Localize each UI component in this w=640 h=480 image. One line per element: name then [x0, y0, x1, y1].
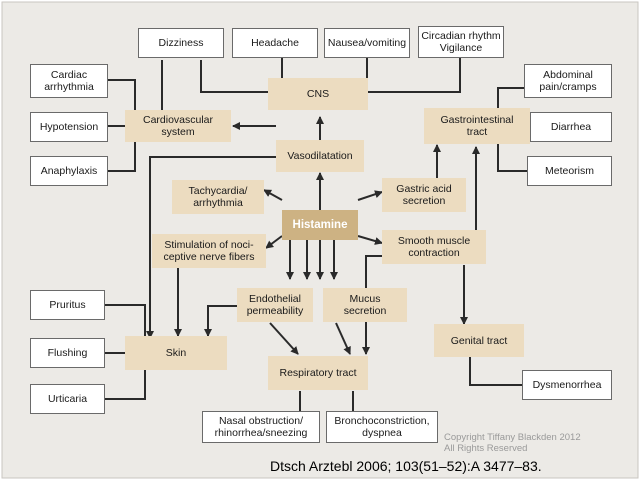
histamine-center: Histamine	[282, 210, 358, 240]
effect-vasodilatation: Vasodilatation	[276, 140, 364, 172]
effect-tachycardia-arrhythmia: Tachycardia/ arrhythmia	[172, 180, 264, 214]
symptom-cardiac-arrhythmia: Cardiac arrhythmia	[30, 64, 108, 98]
symptom-diarrhea: Diarrhea	[530, 112, 612, 142]
symptom-dizziness: Dizziness	[138, 28, 224, 58]
effect-mucus-secretion: Mucus secretion	[323, 288, 407, 322]
symptom-nasal-obstruction: Nasal obstruction/ rhinorrhea/sneezing	[202, 411, 320, 443]
symptom-anaphylaxis: Anaphylaxis	[30, 156, 108, 186]
copyright-notice: Copyright Tiffany Blackden 2012 All Righ…	[444, 432, 581, 454]
effect-smooth-muscle-contraction: Smooth muscle contraction	[382, 230, 486, 264]
organ-skin: Skin	[125, 336, 227, 370]
symptom-urticaria: Urticaria	[30, 384, 105, 414]
effect-gastric-acid-secretion: Gastric acid secretion	[382, 178, 466, 212]
symptom-hypotension: Hypotension	[30, 112, 108, 142]
citation: Dtsch Arztebl 2006; 103(51–52):A 3477–83…	[270, 458, 542, 474]
organ-genital-tract: Genital tract	[434, 324, 524, 357]
symptom-circadian-rhythm: Circadian rhythm Vigilance	[418, 26, 504, 58]
symptom-pruritus: Pruritus	[30, 290, 105, 320]
symptom-dysmenorrhea: Dysmenorrhea	[522, 370, 612, 400]
symptom-flushing: Flushing	[30, 338, 105, 368]
symptom-abdominal-pain: Abdominal pain/cramps	[524, 64, 612, 98]
organ-respiratory-tract: Respiratory tract	[268, 356, 368, 390]
organ-cardiovascular-system: Cardiovascular system	[125, 110, 231, 142]
organ-cns: CNS	[268, 78, 368, 110]
symptom-nausea-vomiting: Nausea/vomiting	[324, 28, 410, 58]
symptom-bronchoconstriction: Bronchoconstriction, dyspnea	[326, 411, 438, 443]
organ-gastrointestinal-tract: Gastrointestinal tract	[424, 108, 530, 144]
effect-endothelial-permeability: Endothelial permeability	[237, 288, 313, 322]
symptom-meteorism: Meteorism	[527, 156, 612, 186]
effect-nociceptive-stimulation: Stimulation of noci- ceptive nerve fiber…	[152, 234, 266, 268]
symptom-headache: Headache	[232, 28, 318, 58]
